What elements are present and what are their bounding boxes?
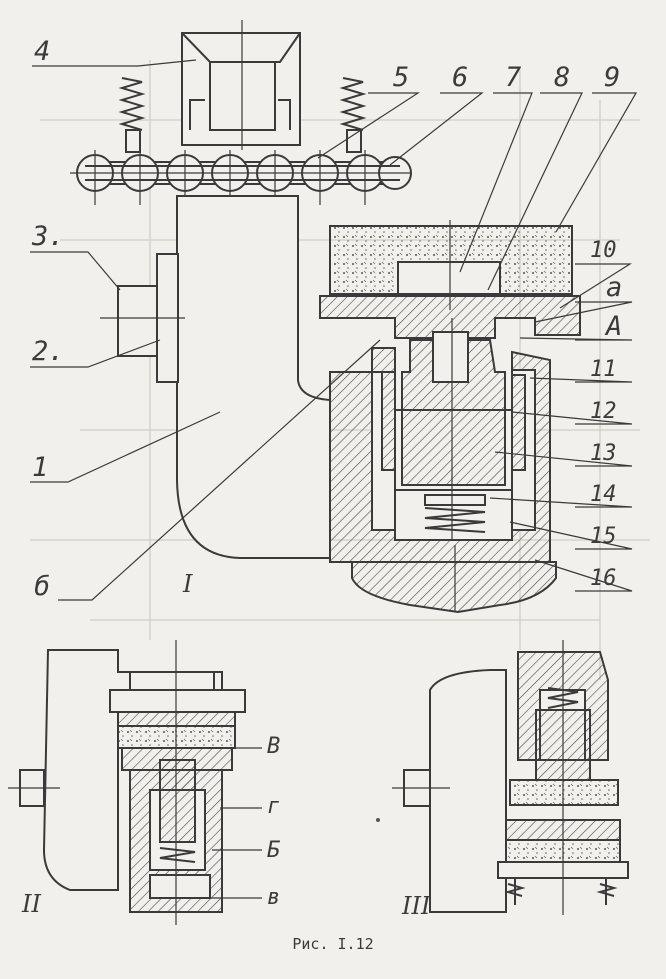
label-part-10: 10: [590, 238, 617, 263]
cylinder-housing: [329, 347, 557, 614]
label-part-15: 15: [590, 524, 617, 549]
label-part-13: 13: [590, 441, 617, 466]
view-i-assembly: 4 5 6 7 8 9 3. 2. 1 10 a A 11 12 13 14 1…: [30, 20, 638, 614]
label-a: a: [606, 272, 622, 303]
label-part-6: 6: [452, 62, 468, 93]
right-spring: [339, 77, 367, 153]
label-part-11: 11: [590, 357, 617, 382]
label-part-9: 9: [604, 62, 620, 93]
label-part-3: 3.: [31, 221, 65, 252]
label-part-14: 14: [590, 482, 617, 507]
figure-caption: Рис. I.12: [292, 935, 374, 953]
view-ii-assembly: B г Б в II: [8, 640, 281, 925]
label-part-1: 1: [32, 452, 48, 483]
view-label-i: I: [182, 570, 193, 598]
bracket-body-part-1: [176, 195, 331, 559]
view-ii-label-Bb: Б: [267, 838, 281, 863]
view-ii-label-B: B: [267, 734, 280, 759]
label-A: A: [604, 311, 622, 342]
view-iii-assembly: III: [392, 640, 629, 920]
label-part-12: 12: [590, 399, 617, 424]
label-part-7: 7: [505, 62, 521, 93]
plunger-parts-12-13: [394, 318, 513, 540]
leader-lines-view-i: [30, 59, 638, 601]
background-bleed-through: [30, 60, 650, 680]
label-part-16: 16: [590, 566, 617, 591]
label-b-cyr: б: [34, 571, 50, 602]
view-ii-label-v: в: [267, 885, 280, 910]
plate-part-10: [319, 295, 581, 339]
label-part-5: 5: [393, 62, 409, 93]
top-holder-part-4: [181, 20, 301, 150]
shaft-parts-2-3: [100, 253, 185, 383]
view-ii-label-g: г: [267, 794, 280, 819]
roller-chain-part-6: [70, 150, 412, 205]
ink-speck: [376, 818, 380, 822]
view-label-iii: III: [401, 892, 431, 920]
label-part-8: 8: [554, 62, 570, 93]
left-spring: [118, 77, 146, 153]
label-part-4: 4: [34, 36, 50, 67]
label-part-2: 2.: [32, 336, 65, 367]
view-label-ii: II: [21, 890, 41, 918]
insulator-block-part-9: [329, 220, 573, 310]
